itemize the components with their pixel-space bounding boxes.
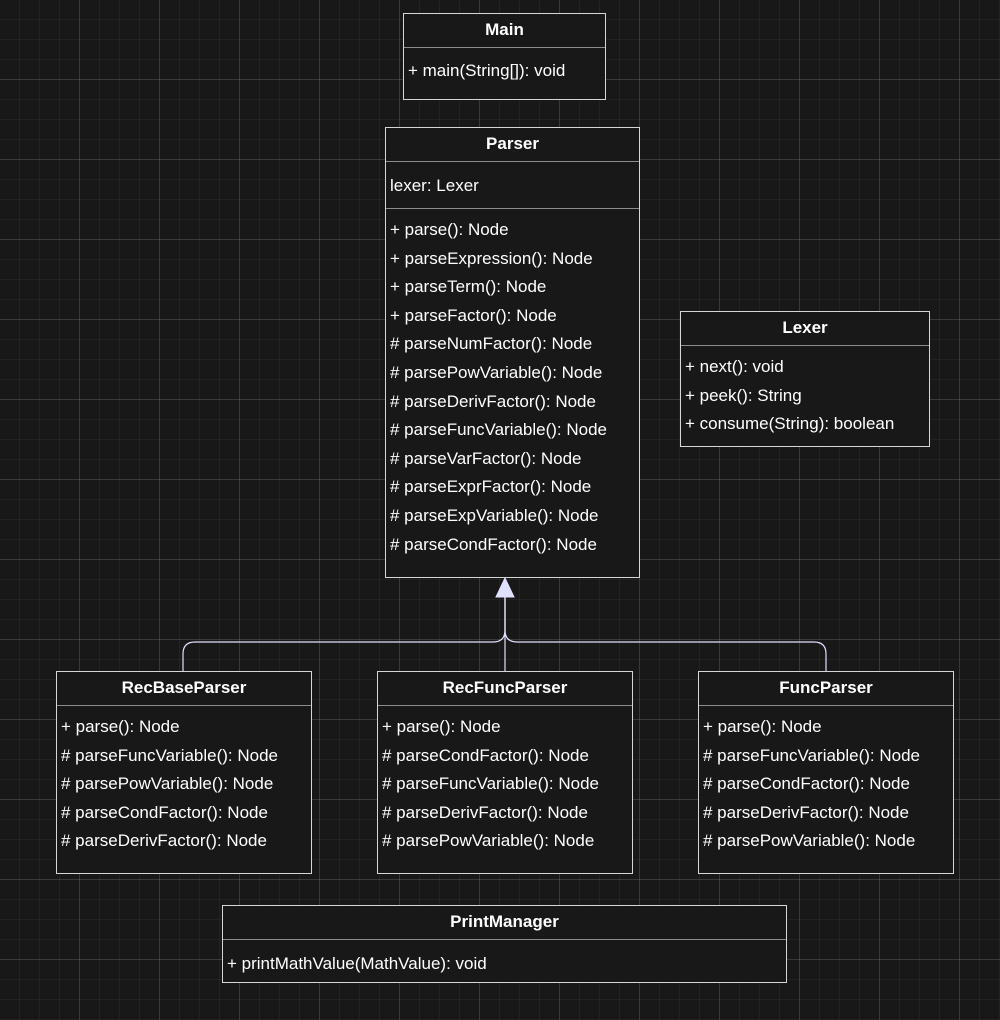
edge-funcparser-to-parser	[504, 597, 827, 671]
method: # parseVarFactor(): Node	[390, 448, 582, 468]
class-name: Parser	[386, 128, 639, 162]
class-name: Main	[404, 14, 605, 48]
method: + parse(): Node	[61, 717, 180, 736]
method: # parseCondFactor(): Node	[382, 745, 589, 765]
method: # parseCondFactor(): Node	[703, 774, 910, 794]
method: + parse(): Node	[703, 717, 822, 736]
class-name: FuncParser	[699, 672, 953, 706]
methods-section: + parse(): Node # parseFuncVariable(): N…	[699, 706, 953, 856]
method: # parseNumFactor(): Node	[390, 334, 593, 354]
method: + parseExpression(): Node	[390, 248, 593, 268]
class-main[interactable]: Main + main(String[]): void	[403, 13, 606, 100]
method: # parsePowVariable(): Node	[390, 362, 603, 382]
method: # parseDerivFactor(): Node	[382, 802, 588, 822]
methods-section: + parse(): Node + parseExpression(): Nod…	[386, 209, 639, 559]
methods-section: + printMathValue(MathValue): void	[223, 940, 786, 979]
methods-section: + parse(): Node # parseCondFactor(): Nod…	[378, 706, 632, 856]
method: # parseFuncVariable(): Node	[61, 745, 279, 765]
class-name: Lexer	[681, 312, 929, 346]
method: # parseExpVariable(): Node	[390, 505, 599, 525]
class-name: RecFuncParser	[378, 672, 632, 706]
method: # parsePowVariable(): Node	[382, 831, 595, 851]
method: + next(): void	[685, 357, 784, 376]
class-printmanager[interactable]: PrintManager + printMathValue(MathValue)…	[222, 905, 787, 983]
method: + parseFactor(): Node	[390, 305, 557, 325]
method: # parseFuncVariable(): Node	[390, 420, 608, 440]
attribute: lexer: Lexer	[390, 176, 479, 195]
class-recfuncparser[interactable]: RecFuncParser + parse(): Node # parseCon…	[377, 671, 633, 874]
methods-section: + main(String[]): void	[404, 48, 605, 86]
class-recbaseparser[interactable]: RecBaseParser + parse(): Node # parseFun…	[56, 671, 312, 874]
method: + parse(): Node	[390, 220, 509, 239]
class-name: RecBaseParser	[57, 672, 311, 706]
method: # parseCondFactor(): Node	[61, 802, 268, 822]
method: + peek(): String	[685, 385, 802, 405]
class-funcparser[interactable]: FuncParser + parse(): Node # parseFuncVa…	[698, 671, 954, 874]
inheritance-arrowhead	[495, 576, 515, 598]
class-name: PrintManager	[223, 906, 786, 940]
method: # parseDerivFactor(): Node	[703, 802, 909, 822]
methods-section: + parse(): Node # parseFuncVariable(): N…	[57, 706, 311, 856]
method: + main(String[]): void	[408, 61, 566, 80]
class-lexer[interactable]: Lexer + next(): void + peek(): String + …	[680, 311, 930, 447]
attributes-section: lexer: Lexer	[386, 162, 639, 209]
edge-recbaseparser-to-parser	[182, 597, 506, 671]
method: # parsePowVariable(): Node	[61, 774, 274, 794]
method: + consume(String): boolean	[685, 414, 895, 434]
method: # parseFuncVariable(): Node	[703, 745, 921, 765]
method: + parse(): Node	[382, 717, 501, 736]
method: # parseFuncVariable(): Node	[382, 774, 600, 794]
methods-section: + next(): void + peek(): String + consum…	[681, 346, 929, 439]
method: + parseTerm(): Node	[390, 277, 547, 297]
method: # parseDerivFactor(): Node	[61, 831, 267, 851]
class-parser[interactable]: Parser lexer: Lexer + parse(): Node + pa…	[385, 127, 640, 578]
method: # parseCondFactor(): Node	[390, 534, 597, 554]
method: + printMathValue(MathValue): void	[227, 954, 487, 973]
method: # parseExprFactor(): Node	[390, 477, 592, 497]
method: # parseDerivFactor(): Node	[390, 391, 596, 411]
method: # parsePowVariable(): Node	[703, 831, 916, 851]
